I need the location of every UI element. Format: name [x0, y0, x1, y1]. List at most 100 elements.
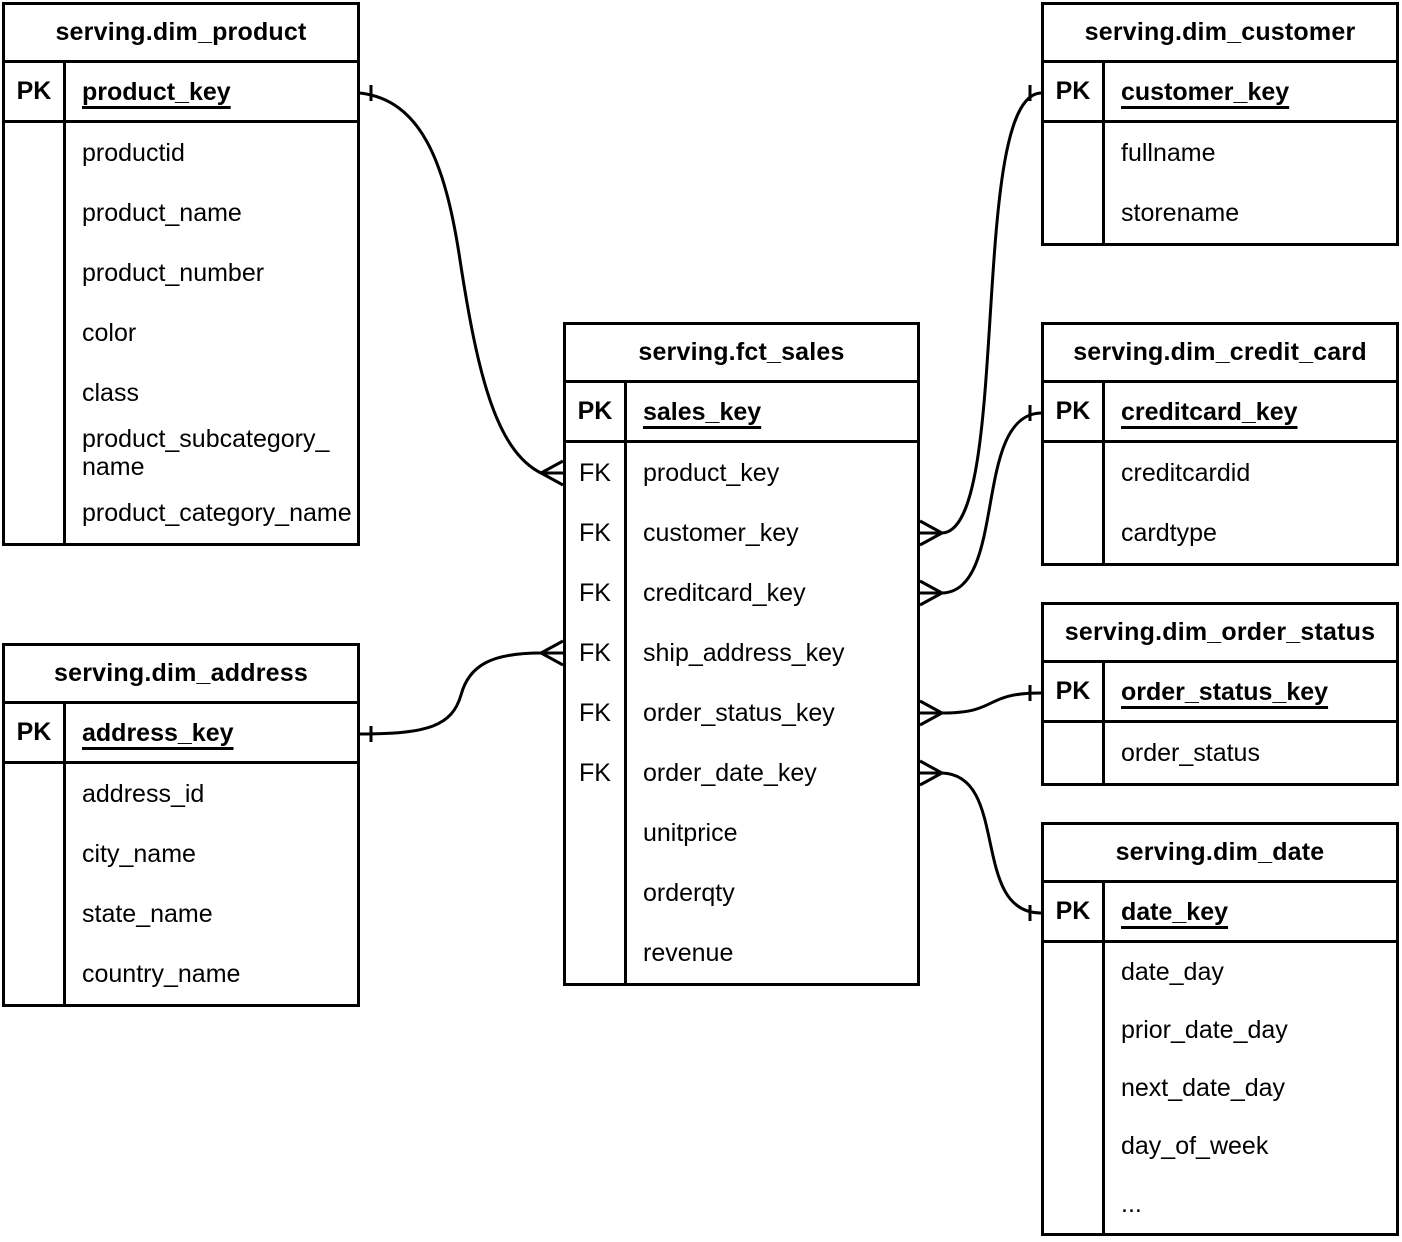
- field-row: state_name: [5, 884, 357, 944]
- field-name: cardtype: [1121, 519, 1217, 547]
- field-row: revenue: [566, 923, 917, 983]
- fk-label: FK: [566, 503, 627, 563]
- field-name: ship_address_key: [643, 639, 845, 667]
- key-cell-empty: [5, 483, 66, 543]
- cardinality-many-marker-dim_credit_card: [919, 579, 946, 607]
- field-name: class: [82, 379, 139, 407]
- field-name: customer_key: [643, 519, 799, 547]
- field-name: product_key: [643, 459, 780, 487]
- key-cell-empty: [1044, 443, 1105, 503]
- field-name: next_date_day: [1121, 1074, 1286, 1102]
- field-name: creditcardid: [1121, 459, 1251, 487]
- cardinality-many-marker-dim_order_status: [919, 699, 946, 727]
- field-name: address_id: [82, 780, 205, 808]
- field-row: next_date_day: [1044, 1059, 1396, 1117]
- field-name: product_name: [82, 199, 242, 227]
- field-row: color: [5, 303, 357, 363]
- primary-key-field: sales_key: [643, 397, 762, 426]
- cardinality-many-marker-dim_date: [919, 759, 946, 787]
- field-row: productid: [5, 123, 357, 183]
- field-name: productid: [82, 139, 185, 167]
- field-row: order_status: [1044, 723, 1396, 783]
- field-row: prior_date_day: [1044, 1001, 1396, 1059]
- key-cell-empty: [566, 863, 627, 923]
- primary-key-row: PK date_key: [1044, 883, 1396, 943]
- key-cell-empty: [1044, 943, 1105, 1001]
- field-row: creditcardid: [1044, 443, 1396, 503]
- field-name: fullname: [1121, 139, 1216, 167]
- field-name: revenue: [643, 939, 734, 967]
- primary-key-field: date_key: [1121, 897, 1229, 926]
- key-cell-empty: [1044, 183, 1105, 243]
- field-row: country_name: [5, 944, 357, 1004]
- field-row: city_name: [5, 824, 357, 884]
- key-cell-empty: [1044, 723, 1105, 783]
- field-row: orderqty: [566, 863, 917, 923]
- relationship-line-dim_date: [920, 771, 1042, 915]
- primary-key-field: order_status_key: [1121, 677, 1329, 706]
- relationship-line-dim_product: [359, 91, 563, 475]
- key-cell-empty: [5, 423, 66, 483]
- field-name: storename: [1121, 199, 1240, 227]
- field-name: order_status_key: [643, 699, 835, 727]
- pk-label: PK: [566, 383, 627, 440]
- entity-title: serving.dim_product: [5, 5, 357, 63]
- relationship-line-dim_customer: [920, 91, 1042, 535]
- entity-title: serving.dim_customer: [1044, 5, 1396, 63]
- field-name: ...: [1121, 1190, 1142, 1218]
- field-row: product_category_name: [5, 483, 357, 543]
- key-cell-empty: [5, 123, 66, 183]
- pk-label: PK: [1044, 883, 1105, 940]
- field-name: product_subcategory_name: [82, 425, 330, 481]
- key-cell-empty: [566, 923, 627, 983]
- primary-key-field: customer_key: [1121, 77, 1290, 106]
- relationship-line-dim_address: [359, 651, 563, 736]
- fk-label: FK: [566, 443, 627, 503]
- field-row: fullname: [1044, 123, 1396, 183]
- key-cell-empty: [5, 764, 66, 824]
- field-row: storename: [1044, 183, 1396, 243]
- field-name: city_name: [82, 840, 196, 868]
- key-cell-empty: [5, 944, 66, 1004]
- key-cell-empty: [1044, 1001, 1105, 1059]
- field-row: cardtype: [1044, 503, 1396, 563]
- key-cell-empty: [566, 803, 627, 863]
- field-name: orderqty: [643, 879, 735, 907]
- relationship-line-dim_order_status: [920, 691, 1042, 715]
- field-row: ...: [1044, 1175, 1396, 1233]
- key-cell-empty: [1044, 1117, 1105, 1175]
- field-name: order_status: [1121, 739, 1260, 767]
- primary-key-field: product_key: [82, 77, 231, 106]
- entity-title: serving.fct_sales: [566, 325, 917, 383]
- pk-label: PK: [1044, 663, 1105, 720]
- field-name: state_name: [82, 900, 213, 928]
- field-row: product_number: [5, 243, 357, 303]
- primary-key-field: address_key: [82, 718, 234, 747]
- field-row: date_day: [1044, 943, 1396, 1001]
- fk-label: FK: [566, 563, 627, 623]
- primary-key-row: PK order_status_key: [1044, 663, 1396, 723]
- key-cell-empty: [1044, 1059, 1105, 1117]
- field-name: day_of_week: [1121, 1132, 1269, 1160]
- field-row: day_of_week: [1044, 1117, 1396, 1175]
- key-cell-empty: [5, 183, 66, 243]
- field-row: product_subcategory_name: [5, 423, 357, 483]
- field-name: color: [82, 319, 137, 347]
- field-row: address_id: [5, 764, 357, 824]
- field-name: country_name: [82, 960, 241, 988]
- field-name: order_date_key: [643, 759, 817, 787]
- entity-title: serving.dim_order_status: [1044, 605, 1396, 663]
